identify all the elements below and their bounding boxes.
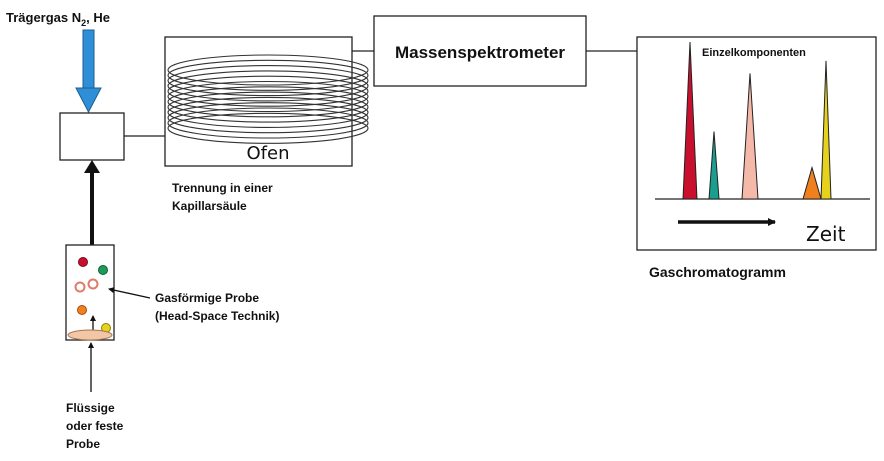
separation-label-line1: Trennung in einer (172, 181, 273, 195)
vial-to-injector-head (84, 160, 100, 173)
chromatogram-peak (741, 73, 759, 200)
coil-loop (167, 86, 369, 118)
coil-loop (167, 75, 369, 107)
coil-loop (167, 65, 369, 97)
chromatogram-peaks (682, 41, 832, 200)
coil-loop (167, 112, 369, 144)
gas-sample-pointer (108, 287, 151, 299)
carrier-gas-label: Trägergas N2, He (6, 10, 110, 28)
dot-pink-1 (74, 281, 86, 293)
separation-label-line2: Kapillarsäule (172, 199, 247, 213)
coil-loop (167, 102, 369, 134)
coil-loop (167, 59, 369, 91)
coil-loop (167, 91, 369, 123)
gas-sample-label-line1: Gasförmige Probe (155, 291, 259, 305)
oven-label: Ofen (247, 143, 290, 164)
chromatogram-box (636, 36, 877, 251)
liquid-sample-label-line2: oder feste (66, 419, 124, 433)
chromatogram-peak (802, 165, 822, 200)
time-label: Zeit (806, 222, 846, 246)
injector-box (59, 112, 125, 161)
chromatogram-peak (820, 60, 832, 200)
dot-green (98, 265, 108, 275)
components-label: Einzelkomponenten (702, 47, 806, 59)
chromatogram-caption: Gaschromatogramm (649, 264, 786, 280)
dot-red (78, 257, 88, 267)
liquid-sample-label-line1: Flüssige (66, 401, 115, 415)
coil-loop (167, 80, 369, 113)
coil-loop (167, 54, 369, 86)
coil-loop (167, 107, 369, 139)
sample-disc (67, 329, 113, 341)
capillary-coil (167, 54, 369, 144)
mass-spectrometer-box (373, 15, 587, 87)
liquid-sample-label-line3: Probe (66, 437, 100, 451)
chromatogram-peak (708, 131, 720, 200)
coil-loop (167, 70, 369, 102)
coil-loop (167, 96, 369, 128)
dot-pink-2 (87, 278, 99, 290)
chromatogram-peak (682, 41, 698, 200)
dot-orange (77, 305, 87, 315)
mass-spectrometer-label: Massenspektrometer (395, 43, 565, 62)
carrier-gas-arrow (75, 29, 102, 114)
gas-sample-label-line2: (Head-Space Technik) (155, 309, 279, 323)
